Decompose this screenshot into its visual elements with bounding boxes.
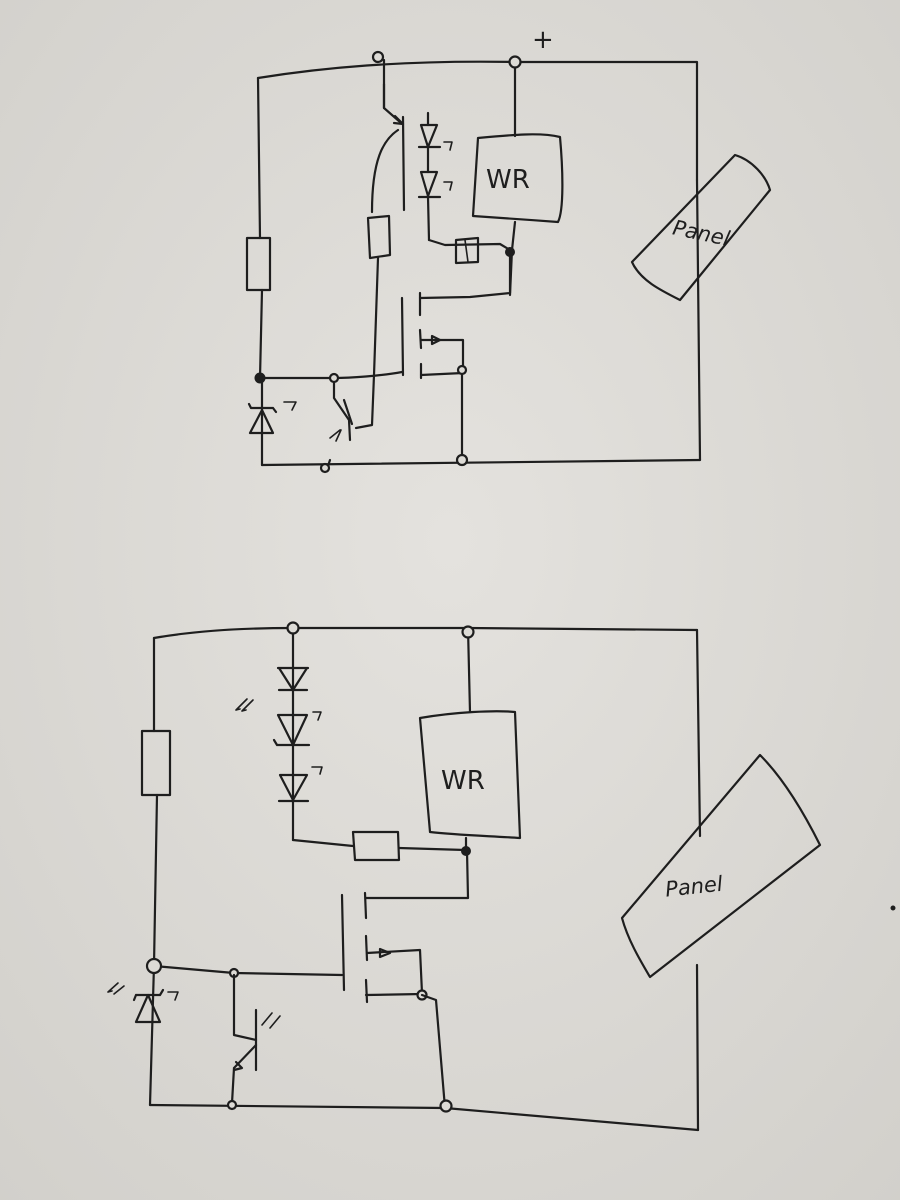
relay-box-bottom xyxy=(351,830,401,862)
right-rail xyxy=(695,178,702,462)
relay-box xyxy=(454,236,480,265)
node-bottom-top-left xyxy=(286,621,300,635)
inverter-label-top: WR xyxy=(486,165,530,195)
led-stack-bottom xyxy=(235,626,323,842)
phototransistor-bottom xyxy=(230,973,281,1105)
circuit-bottom: WR xyxy=(107,621,896,1132)
node-top-left xyxy=(371,50,385,64)
node-transistor-top xyxy=(328,372,340,384)
mosfet-bottom xyxy=(340,849,470,1004)
node-top-right-bottom xyxy=(461,625,475,639)
node-left-bottom xyxy=(145,957,163,975)
circuit-top: WR + Panel xyxy=(245,25,772,474)
node-transistor-bottom xyxy=(319,462,331,474)
bottom-rail-ground xyxy=(260,458,702,467)
top-rail-positive xyxy=(256,60,699,182)
resistor-mid xyxy=(366,214,392,260)
wire-resistor-mid-down xyxy=(354,256,380,430)
zener-stack-mid xyxy=(401,111,453,242)
inverter-box-top xyxy=(471,133,564,224)
wire-top-to-inverter-bottom xyxy=(464,626,472,853)
resistor-left-bottom xyxy=(140,729,172,797)
bottom-right-rail xyxy=(695,628,702,1132)
node-mosfet-source xyxy=(456,364,468,376)
stray-mark xyxy=(890,905,896,911)
inverter-label-bottom: WR xyxy=(441,766,485,796)
resistor-left xyxy=(245,236,272,292)
relay-inner xyxy=(464,239,469,263)
zener-diode-left-bottom xyxy=(107,982,179,1024)
node-ground-bottom xyxy=(439,1099,453,1113)
node-transistor-bottom-ground xyxy=(226,1099,238,1111)
left-rail xyxy=(256,76,264,467)
node-ground-right xyxy=(455,453,469,467)
wire-source-ground-bottom xyxy=(420,993,447,1110)
zener-diode-left xyxy=(247,402,278,435)
wire-relay xyxy=(427,238,512,252)
plus-label: + xyxy=(532,25,554,55)
mosfet-top xyxy=(400,250,512,380)
wire-relay-bottom xyxy=(291,838,467,852)
zener-left-mark xyxy=(283,401,297,411)
node-plus xyxy=(508,55,522,69)
inverter-box-bottom xyxy=(418,710,522,840)
